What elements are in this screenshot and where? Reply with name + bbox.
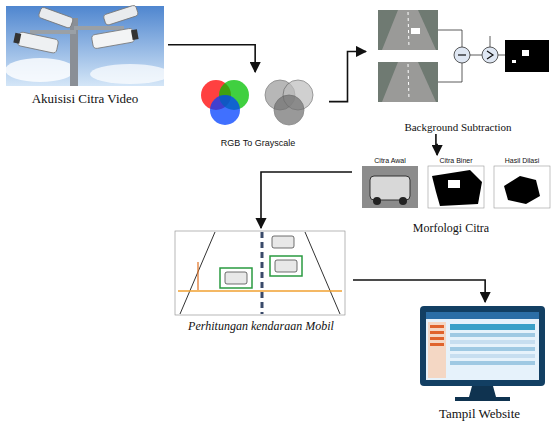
stage-caption: Perhitungan kendaraan Mobil	[169, 320, 353, 334]
process-stage: Perhitungan kendaraan Mobil	[169, 228, 353, 334]
image-label: Citra Awal	[374, 157, 405, 164]
cctv-photo	[5, 5, 170, 86]
process-stage: Morfologi Citra	[352, 155, 550, 236]
flow-arrow	[168, 45, 255, 72]
stage-caption: Background Subtraction	[366, 121, 550, 134]
process-stage: RGB To Grayscale	[187, 72, 329, 148]
stage-caption: Akuisisi Citra Video	[2, 92, 168, 107]
stage-caption: Tampil Website	[409, 407, 550, 422]
image-label: Citra Biner	[439, 157, 472, 164]
process-stage: Tampil Website	[409, 302, 550, 422]
monitor-figure	[420, 306, 545, 401]
image-label: Hasil Dilasi	[505, 157, 540, 164]
process-stage: Akuisisi Citra Video	[2, 5, 168, 107]
subtraction-figure	[378, 10, 549, 102]
morphology-figure	[362, 166, 550, 208]
flow-arrow	[353, 280, 485, 302]
flow-arrow	[329, 51, 366, 101]
color-circles	[201, 80, 313, 125]
flow-arrow	[436, 134, 437, 155]
stage-caption: RGB To Grayscale	[187, 138, 329, 148]
road-figure	[175, 231, 345, 315]
stage-caption: Morfologi Citra	[352, 222, 550, 236]
flow-arrow	[261, 172, 352, 228]
process-stage: Background Subtraction	[366, 3, 550, 134]
